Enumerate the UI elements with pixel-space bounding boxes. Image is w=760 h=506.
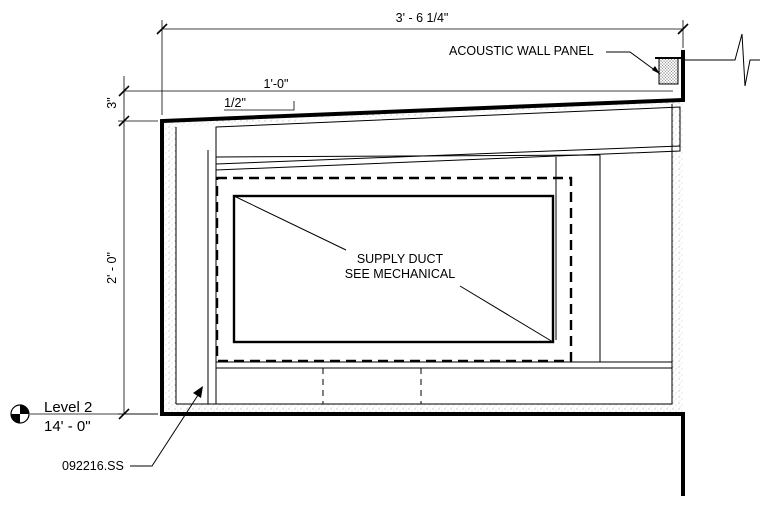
panel-leader — [606, 51, 661, 75]
duct-label-line1: SUPPLY DUCT — [357, 252, 444, 266]
level-name: Level 2 — [44, 399, 92, 416]
half-inch-label: 1/2" — [224, 96, 246, 110]
acoustic-panel-label: ACOUSTIC WALL PANEL — [449, 44, 594, 58]
duct-label-line2: SEE MECHANICAL — [345, 267, 455, 281]
supply-duct — [232, 194, 555, 344]
framing — [207, 106, 681, 405]
one-foot-label: 1'-0" — [264, 77, 289, 91]
level-marker — [10, 404, 158, 424]
keynote-leader — [130, 386, 203, 467]
break-line — [683, 33, 760, 87]
keynote-label: 092216.SS — [62, 459, 124, 473]
dimension-overall-width — [156, 20, 689, 115]
dimension-half-inch — [224, 101, 295, 111]
two-foot-label: 2' - 0" — [105, 252, 119, 284]
overall-width-label: 3' - 6 1/4" — [396, 11, 449, 25]
level-target-icon — [10, 404, 30, 424]
duct-diagonal-b — [459, 285, 554, 343]
level-elevation: 14' - 0" — [44, 418, 91, 435]
duct-diagonal-a — [233, 195, 347, 251]
soffit-outline — [160, 50, 685, 496]
duct-insulation-outline — [215, 176, 573, 363]
dimension-three-inch — [118, 76, 158, 127]
three-inch-label: 3" — [105, 97, 119, 108]
dimension-two-foot — [118, 121, 158, 420]
acoustic-wall-panel — [606, 33, 760, 87]
